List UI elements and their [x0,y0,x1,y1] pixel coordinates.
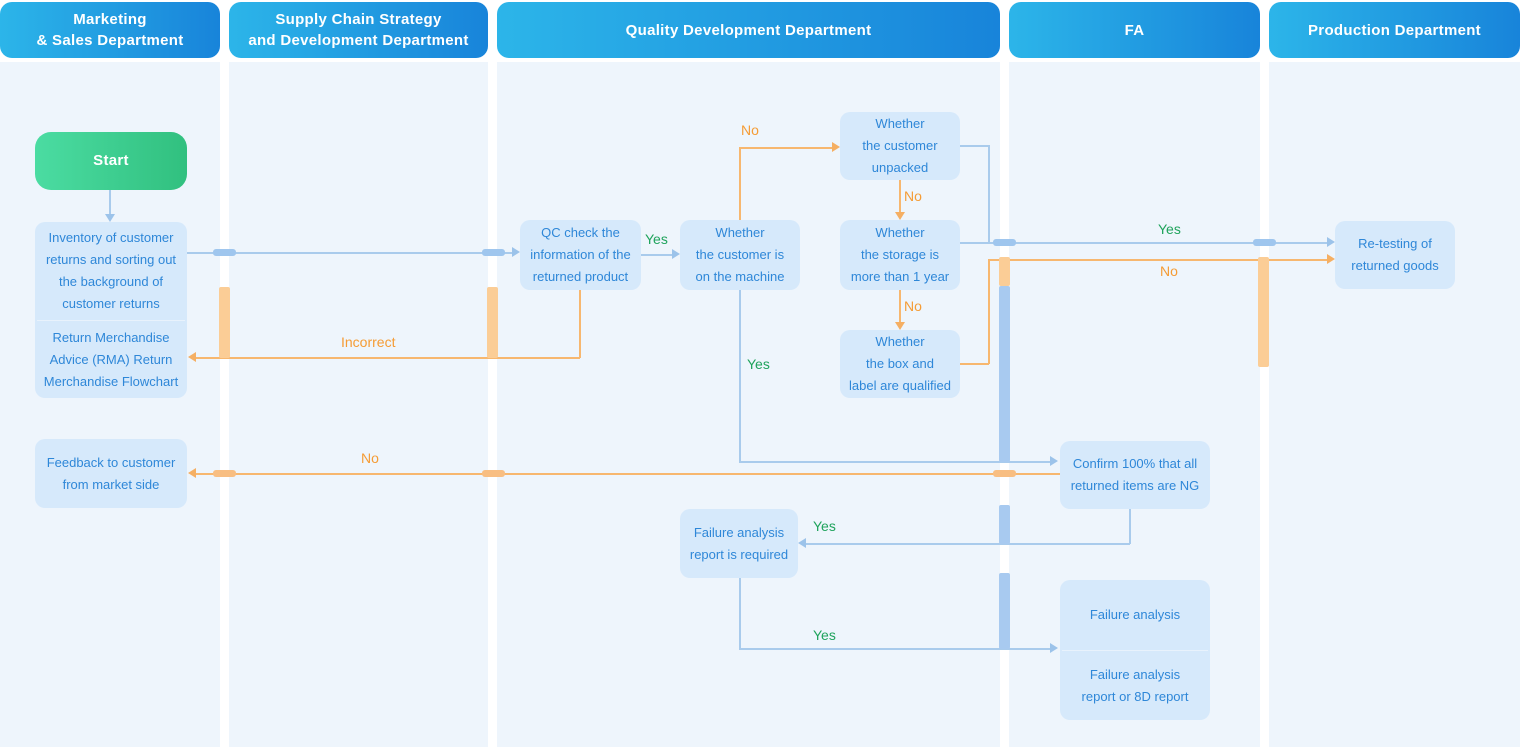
arrowhead-machine-unpacked [832,142,840,152]
arrowhead-unpacked-storage [895,212,905,220]
connector-start-inventory [109,190,111,214]
lane-header-marketing-sales[interactable]: Marketing & Sales Department [0,2,220,58]
connector-storage-boxlabel [899,290,901,322]
connector-storage-retest [960,242,1327,244]
node-divider [1062,650,1208,651]
arrowhead-start-inventory [105,214,115,222]
connector-boxlabel-retest-h1 [960,363,989,365]
node-qc-check[interactable]: QC check the information of the returned… [520,220,641,290]
gap-bridge [213,249,236,256]
gap-bridge [993,470,1016,477]
edge-label-retest-no: No [1160,263,1178,279]
node-feedback[interactable]: Feedback to customer from market side [35,439,187,508]
lane-header-quality-development[interactable]: Quality Development Department [497,2,1000,58]
gap-bridge [482,470,505,477]
edge-label-machine-yes: Yes [747,356,770,372]
gap-bar [487,287,498,358]
node-failure-analysis-group[interactable]: Failure analysis Failure analysis report… [1060,580,1210,720]
edge-label-fa-yes: Yes [813,627,836,643]
lane-header-production[interactable]: Production Department [1269,2,1520,58]
node-box-label[interactable]: Whether the box and label are qualified [840,330,960,398]
node-start[interactable]: Start [35,132,187,190]
edge-label-storage-no: No [904,298,922,314]
node-inventory[interactable]: Inventory of customer returns and sortin… [45,230,177,311]
connector-inventory-qc [187,252,512,254]
connector-qc-rma-v [579,290,581,358]
arrowhead-qc-machine [672,249,680,259]
node-fa-required[interactable]: Failure analysis report is required [680,509,798,578]
connector-qc-rma-h [196,357,580,359]
edge-label-machine-no: No [741,122,759,138]
edge-label-unpacked-no: No [904,188,922,204]
node-fa-report[interactable]: Failure analysis report or 8D report [1081,666,1189,704]
arrowhead-machine-confirm [1050,456,1058,466]
connector-unpacked-branch-v [988,145,990,243]
gap-bridge [482,249,505,256]
lane-header-supply-chain[interactable]: Supply Chain Strategy and Development De… [229,2,488,58]
gap-bar [999,257,1010,286]
edge-label-incorrect: Incorrect [341,334,396,350]
connector-confirm-feedback [196,473,1060,475]
connector-confirm-farequired-h [806,543,1130,545]
edge-label-retest-yes: Yes [1158,221,1181,237]
gap-bridge [213,470,236,477]
lane-production [1269,62,1520,747]
lane-supply-chain [229,62,488,747]
node-failure-analysis[interactable]: Failure analysis [1089,607,1181,622]
node-rma[interactable]: Return Merchandise Advice (RMA) Return M… [43,329,179,389]
node-storage[interactable]: Whether the storage is more than 1 year [840,220,960,290]
arrowhead-farequired-failure [1050,643,1058,653]
lane-header-fa[interactable]: FA [1009,2,1260,58]
gap-bar [999,286,1010,462]
edge-label-confirm-no: No [361,450,379,466]
arrowhead-boxlabel-retest [1327,254,1335,264]
connector-qc-machine [641,254,672,256]
node-unpacked[interactable]: Whether the customer unpacked [840,112,960,180]
connector-machine-unpacked-v [739,148,741,220]
connector-farequired-failure-h [739,648,1050,650]
gap-bridge [993,239,1016,246]
connector-unpacked-storage [899,180,901,212]
edge-label-confirm-yes: Yes [813,518,836,534]
edge-label-qc-yes: Yes [645,231,668,247]
gap-bar [999,505,1010,544]
arrowhead-inventory-qc [512,247,520,257]
arrowhead-storage-boxlabel [895,322,905,330]
gap-bridge [1253,239,1276,246]
gap-bar [219,287,230,358]
node-inventory-rma-group[interactable]: Inventory of customer returns and sortin… [35,222,187,398]
arrowhead-qc-rma [188,352,196,362]
node-retest[interactable]: Re-testing of returned goods [1335,221,1455,289]
connector-confirm-farequired-v [1129,509,1131,544]
connector-unpacked-branch-h [960,145,989,147]
connector-machine-confirm-h [739,461,1050,463]
arrowhead-confirm-farequired [798,538,806,548]
connector-machine-confirm-v [739,290,741,462]
node-confirm-ng[interactable]: Confirm 100% that all returned items are… [1060,441,1210,509]
gap-bar [999,573,1010,649]
arrowhead-confirm-feedback [188,468,196,478]
arrowhead-storage-retest [1327,237,1335,247]
connector-machine-unpacked-h [739,147,832,149]
connector-farequired-failure-v [739,578,741,649]
node-on-machine[interactable]: Whether the customer is on the machine [680,220,800,290]
connector-boxlabel-retest-h2 [988,259,1327,261]
gap-bar [1258,257,1269,367]
node-divider [37,320,185,321]
connector-boxlabel-retest-v [988,259,990,364]
